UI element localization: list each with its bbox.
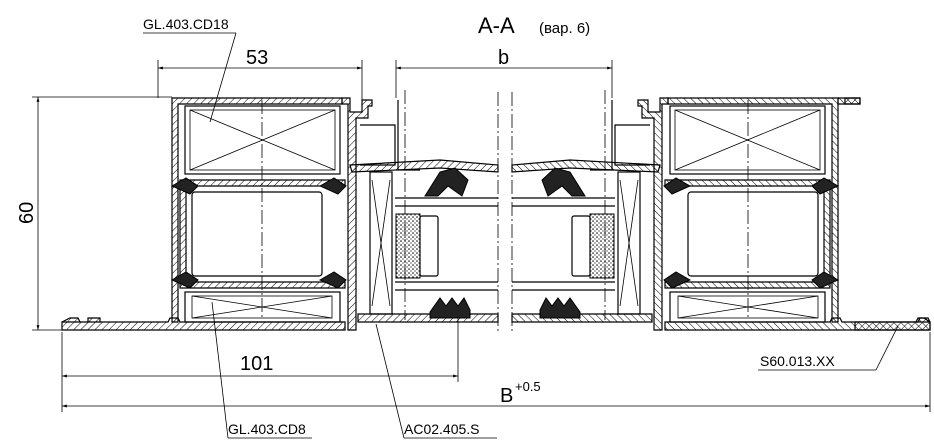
right-bead-gasket <box>541 167 586 197</box>
right-seal-1 <box>811 177 840 195</box>
left-seal-3 <box>170 271 199 289</box>
callout-bottom-mid-text: AC02.405.S <box>404 421 480 437</box>
right-bottom-glass <box>677 295 819 319</box>
left-bottom-gasket <box>429 297 471 319</box>
section-title: A-A (вар. 6) <box>478 13 590 38</box>
right-seal-4 <box>663 271 692 289</box>
callout-top-text: GL.403.CD18 <box>143 16 229 32</box>
left-sash-inner <box>360 124 396 166</box>
left-glass-cross-b <box>371 179 391 307</box>
right-top-chamber <box>669 105 826 175</box>
right-mid-cavity <box>687 191 819 277</box>
left-glazing-bead <box>349 159 499 173</box>
left-seal-1 <box>170 177 199 195</box>
dim-B-tolerance: +0.5 <box>515 379 541 394</box>
left-base-plate <box>61 317 346 331</box>
right-seal-2 <box>663 177 692 195</box>
dim-60-text: 60 <box>16 202 38 224</box>
left-sash-profile <box>341 97 373 331</box>
left-seal-2 <box>318 177 347 195</box>
right-desiccant <box>589 213 615 279</box>
left-top-chamber <box>184 105 341 175</box>
break-lines <box>497 92 513 334</box>
callout-bottom-right: S60.013.XX <box>758 325 899 371</box>
dim-60: 60 <box>16 96 172 331</box>
right-sash-profile <box>637 97 669 331</box>
left-base-hook <box>61 317 81 323</box>
right-seal-3 <box>811 271 840 289</box>
section-label: A-A <box>478 13 515 38</box>
callout-bottom-left-text: GL.403.CD8 <box>228 421 306 437</box>
right-base-extension <box>854 317 931 331</box>
left-sash-rail <box>397 100 420 171</box>
right-spacer <box>571 215 591 277</box>
left-seal-4 <box>318 271 347 289</box>
dim-b: b <box>395 47 613 98</box>
left-bottom-rail <box>357 313 499 323</box>
left-base-tab <box>87 317 101 322</box>
left-bottom-glass <box>191 295 333 319</box>
right-sash-inner <box>614 124 650 166</box>
left-desiccant <box>395 213 421 279</box>
section-variant: (вар. 6) <box>539 20 590 37</box>
dim-B-text: B <box>500 385 513 407</box>
callout-bottom-right-leader <box>875 325 899 371</box>
callout-bottom-right-text: S60.013.XX <box>760 353 835 369</box>
left-profile <box>61 90 499 331</box>
right-bottom-rail <box>511 313 653 323</box>
left-mid-chamber-wall <box>179 179 346 289</box>
right-glass-cross-b <box>619 179 639 307</box>
callout-bottom-left-leader <box>211 301 229 439</box>
right-profile <box>511 90 931 331</box>
left-bead-gasket <box>424 167 469 197</box>
left-bottom-chamber <box>184 291 341 323</box>
callout-top: GL.403.CD18 <box>143 16 237 123</box>
right-top-lip <box>844 97 861 105</box>
callout-bottom-left: GL.403.CD8 <box>211 301 312 439</box>
left-mid-cavity <box>191 191 323 277</box>
dim-101: 101 <box>61 318 459 412</box>
left-top-glass <box>189 109 336 171</box>
right-bottom-chamber <box>669 291 826 323</box>
callout-top-leader <box>209 32 237 123</box>
dim-53: 53 <box>157 47 363 112</box>
dim-B: B +0.5 <box>62 332 931 412</box>
right-sash-rail <box>590 100 613 171</box>
right-bottom-gasket <box>539 297 581 319</box>
right-mid-chamber-wall <box>664 179 831 289</box>
callout-bottom-mid-leader <box>375 323 405 439</box>
callout-bottom-mid: AC02.405.S <box>375 323 497 439</box>
right-top-cross-b <box>674 109 821 171</box>
left-spacer <box>419 215 439 277</box>
right-top-glass <box>674 109 821 171</box>
dim-b-text: b <box>498 47 509 69</box>
dim-101-text: 101 <box>240 353 273 375</box>
left-top-cross-b <box>189 109 336 171</box>
dim-53-text: 53 <box>246 47 268 69</box>
right-glazing-bead <box>511 159 661 173</box>
